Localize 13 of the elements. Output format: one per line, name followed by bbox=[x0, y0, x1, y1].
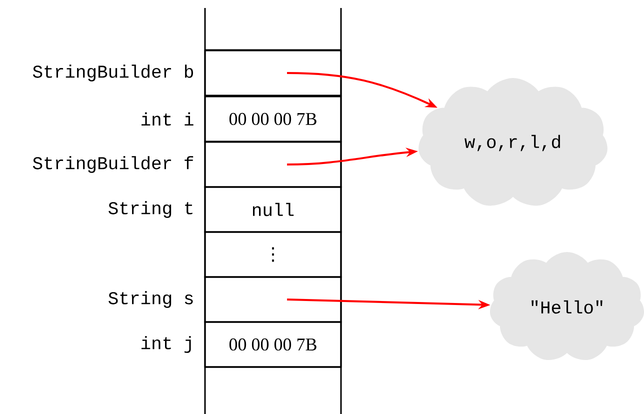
variable-label: String t bbox=[108, 201, 192, 218]
memory-cell: 00 00 00 7B bbox=[204, 96, 342, 142]
variable-label: StringBuilder f bbox=[32, 156, 194, 173]
variable-label: int j bbox=[142, 336, 191, 353]
variable-label: int i bbox=[142, 112, 194, 126]
memory-cell: 00 00 00 7B bbox=[204, 321, 342, 368]
memory-cell bbox=[204, 50, 342, 96]
memory-cell bbox=[204, 276, 342, 323]
memory-cell: ⋮ bbox=[204, 231, 342, 278]
memory-cell bbox=[204, 141, 342, 188]
memory-cell: null bbox=[204, 186, 342, 233]
variable-label: String s bbox=[108, 291, 193, 308]
variable-label: StringBuilder b bbox=[32, 64, 194, 82]
